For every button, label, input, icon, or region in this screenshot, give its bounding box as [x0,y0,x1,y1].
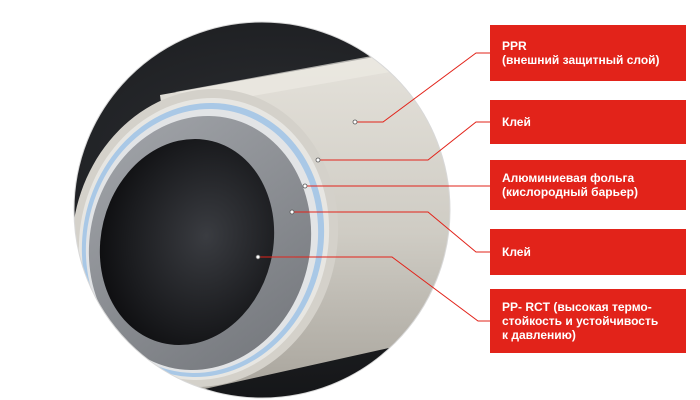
label-glue-2-line-1: Клей [502,245,531,259]
label-glue-1: Клей [490,100,686,144]
circle-outline [73,21,451,399]
leader-line-glue-1 [318,121,490,161]
leader-dot-pprct [255,254,261,260]
leader-dot-foil [302,183,308,189]
leader-dot-ppr [352,119,358,125]
leader-line-ppr [355,52,490,123]
label-aluminium-foil: Алюминиевая фольга (кислородный барьер) [490,160,686,210]
leader-line-glue-2 [292,211,490,253]
label-pprct-line-1: PP- RCT (высокая термо- [502,300,652,314]
label-pprct-line-3: к давлению) [502,328,576,342]
label-pprct: PP- RCT (высокая термо- стойкость и усто… [490,289,686,353]
leader-line-pprct [258,256,490,322]
label-ppr: PPR (внешний защитный слой) [490,25,686,81]
label-ppr-line-1: PPR [502,39,527,53]
label-pprct-line-2: стойкость и устойчивость [502,314,659,328]
label-foil-line-1: Алюминиевая фольга [502,171,635,185]
label-foil-line-2: (кислородный барьер) [502,185,638,199]
leader-dot-glue-1 [315,157,321,163]
label-glue-2: Клей [490,229,686,275]
label-glue-1-line-1: Клей [502,115,531,129]
pipe-bore [99,138,275,346]
label-ppr-line-2: (внешний защитный слой) [502,53,660,67]
leader-dot-glue-2 [289,209,295,215]
